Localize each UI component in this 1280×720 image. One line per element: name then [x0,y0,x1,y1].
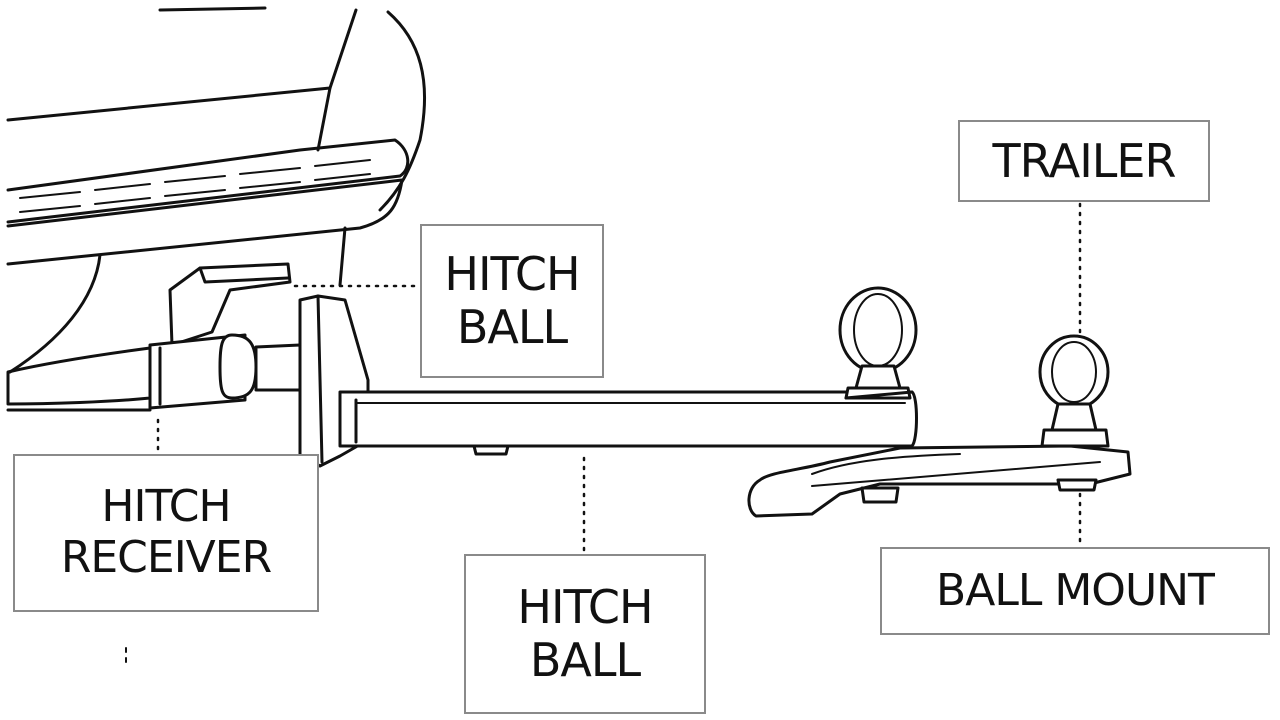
hitch-receiver-drawing [148,262,302,410]
label-line: RECEIVER [60,532,272,583]
label-line: TRAILER [992,133,1177,188]
label-trailer: TRAILER [958,120,1210,202]
label-line: HITCH [517,580,653,635]
label-line: BALL [529,633,641,687]
label-hitch-ball-top: HITCH BALL [420,224,604,378]
label-line: HITCH [101,481,231,533]
label-line: BALL MOUNT [936,564,1215,616]
ball-mount-plate [747,444,1132,518]
vehicle-bumper [6,6,427,412]
label-hitch-ball-bottom: HITCH BALL [464,554,706,714]
hitch-ball-upper [838,286,918,400]
label-line: BALL [456,300,568,354]
ball-mount-shank [298,294,918,468]
label-ball-mount: BALL MOUNT [880,547,1270,635]
hitch-ball-lower [1038,334,1110,448]
leader-lines [156,202,1082,554]
label-line: HITCH [444,247,580,302]
label-hitch-receiver: HITCH RECEIVER [13,454,319,612]
